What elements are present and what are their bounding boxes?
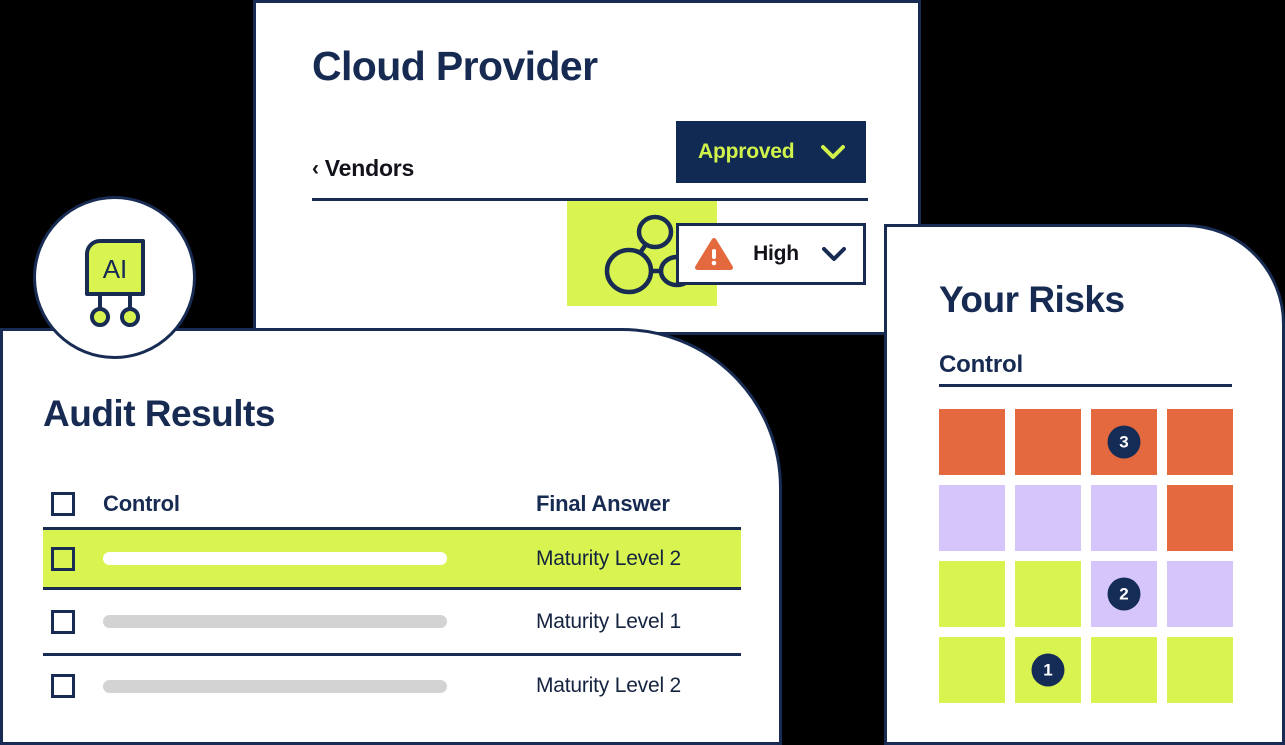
- ai-badge: AI: [33, 196, 196, 359]
- row-select-cell: [51, 609, 103, 634]
- breadcrumb-label: Vendors: [324, 155, 415, 181]
- audit-results-title: Audit Results: [43, 393, 275, 434]
- risk-cell[interactable]: [1167, 637, 1233, 703]
- risk-cell[interactable]: [939, 561, 1005, 627]
- chevron-down-icon: [821, 145, 845, 159]
- risk-matrix-grid: 3 2 1: [939, 409, 1234, 703]
- control-redacted-bar: [103, 615, 447, 628]
- risk-cell-badge: 2: [1107, 577, 1141, 611]
- row-select-cell: [51, 674, 103, 698]
- risk-cell[interactable]: [1167, 485, 1233, 551]
- column-header-control: Control: [103, 491, 180, 516]
- audit-results-card: Audit Results Control Final Answer Matur…: [0, 328, 782, 745]
- risk-cell[interactable]: [1091, 637, 1157, 703]
- row-final-answer: Maturity Level 1: [536, 609, 682, 633]
- your-risks-title: Your Risks: [939, 279, 1125, 320]
- select-all-checkbox[interactable]: [51, 492, 75, 516]
- row-control-cell: [103, 679, 536, 693]
- control-redacted-bar: [103, 552, 447, 565]
- risk-level-dropdown[interactable]: High: [676, 223, 866, 285]
- risk-cell[interactable]: [1015, 485, 1081, 551]
- risk-cell[interactable]: [1015, 409, 1081, 475]
- page-title: Cloud Provider: [312, 43, 598, 89]
- ai-chip-icon: AI: [84, 238, 145, 327]
- header-divider: [312, 198, 868, 201]
- warning-triangle-icon: [695, 238, 733, 270]
- risk-cell-badge: 1: [1031, 653, 1065, 687]
- risk-cell[interactable]: [1091, 485, 1157, 551]
- column-header-final-answer: Final Answer: [536, 491, 670, 516]
- your-risks-card: Your Risks Control 3 2 1: [884, 224, 1285, 745]
- risks-header-divider: [939, 384, 1232, 387]
- row-control-cell: [103, 615, 536, 628]
- table-row[interactable]: Maturity Level 2: [43, 527, 741, 590]
- table-header-row: Control Final Answer: [43, 481, 741, 527]
- row-checkbox[interactable]: [51, 674, 75, 698]
- risk-cell[interactable]: 1: [1015, 637, 1081, 703]
- row-select-cell: [51, 546, 103, 571]
- row-final-answer: Maturity Level 2: [536, 546, 682, 570]
- risk-level-value: High: [753, 242, 799, 265]
- status-dropdown-value: Approved: [698, 140, 795, 163]
- status-dropdown-approved[interactable]: Approved: [676, 121, 866, 183]
- risk-cell-badge: 3: [1107, 425, 1141, 459]
- row-checkbox[interactable]: [51, 546, 75, 571]
- select-all-cell: [51, 492, 103, 516]
- row-control-cell: [103, 552, 536, 565]
- risk-cell[interactable]: [1015, 561, 1081, 627]
- ai-badge-label: AI: [102, 254, 127, 284]
- breadcrumb-vendors[interactable]: ‹Vendors: [312, 155, 414, 182]
- risk-cell[interactable]: [939, 409, 1005, 475]
- cloud-provider-card: Cloud Provider ‹Vendors Approved: [253, 0, 921, 335]
- row-final-answer: Maturity Level 2: [536, 674, 682, 697]
- row-checkbox[interactable]: [51, 609, 75, 634]
- table-row[interactable]: Maturity Level 2: [43, 653, 741, 716]
- risk-cell[interactable]: [939, 485, 1005, 551]
- chevron-left-icon: ‹: [312, 157, 319, 180]
- risks-column-header-control: Control: [939, 351, 1023, 378]
- risk-cell[interactable]: 3: [1091, 409, 1157, 475]
- risk-cell[interactable]: [939, 637, 1005, 703]
- risk-cell[interactable]: [1167, 561, 1233, 627]
- audit-results-table: Control Final Answer Maturity Level 2: [43, 481, 741, 716]
- risk-cell[interactable]: [1167, 409, 1233, 475]
- risk-cell[interactable]: 2: [1091, 561, 1157, 627]
- table-row[interactable]: Maturity Level 1: [43, 590, 741, 653]
- control-redacted-bar: [103, 679, 447, 693]
- chevron-down-icon: [822, 247, 846, 261]
